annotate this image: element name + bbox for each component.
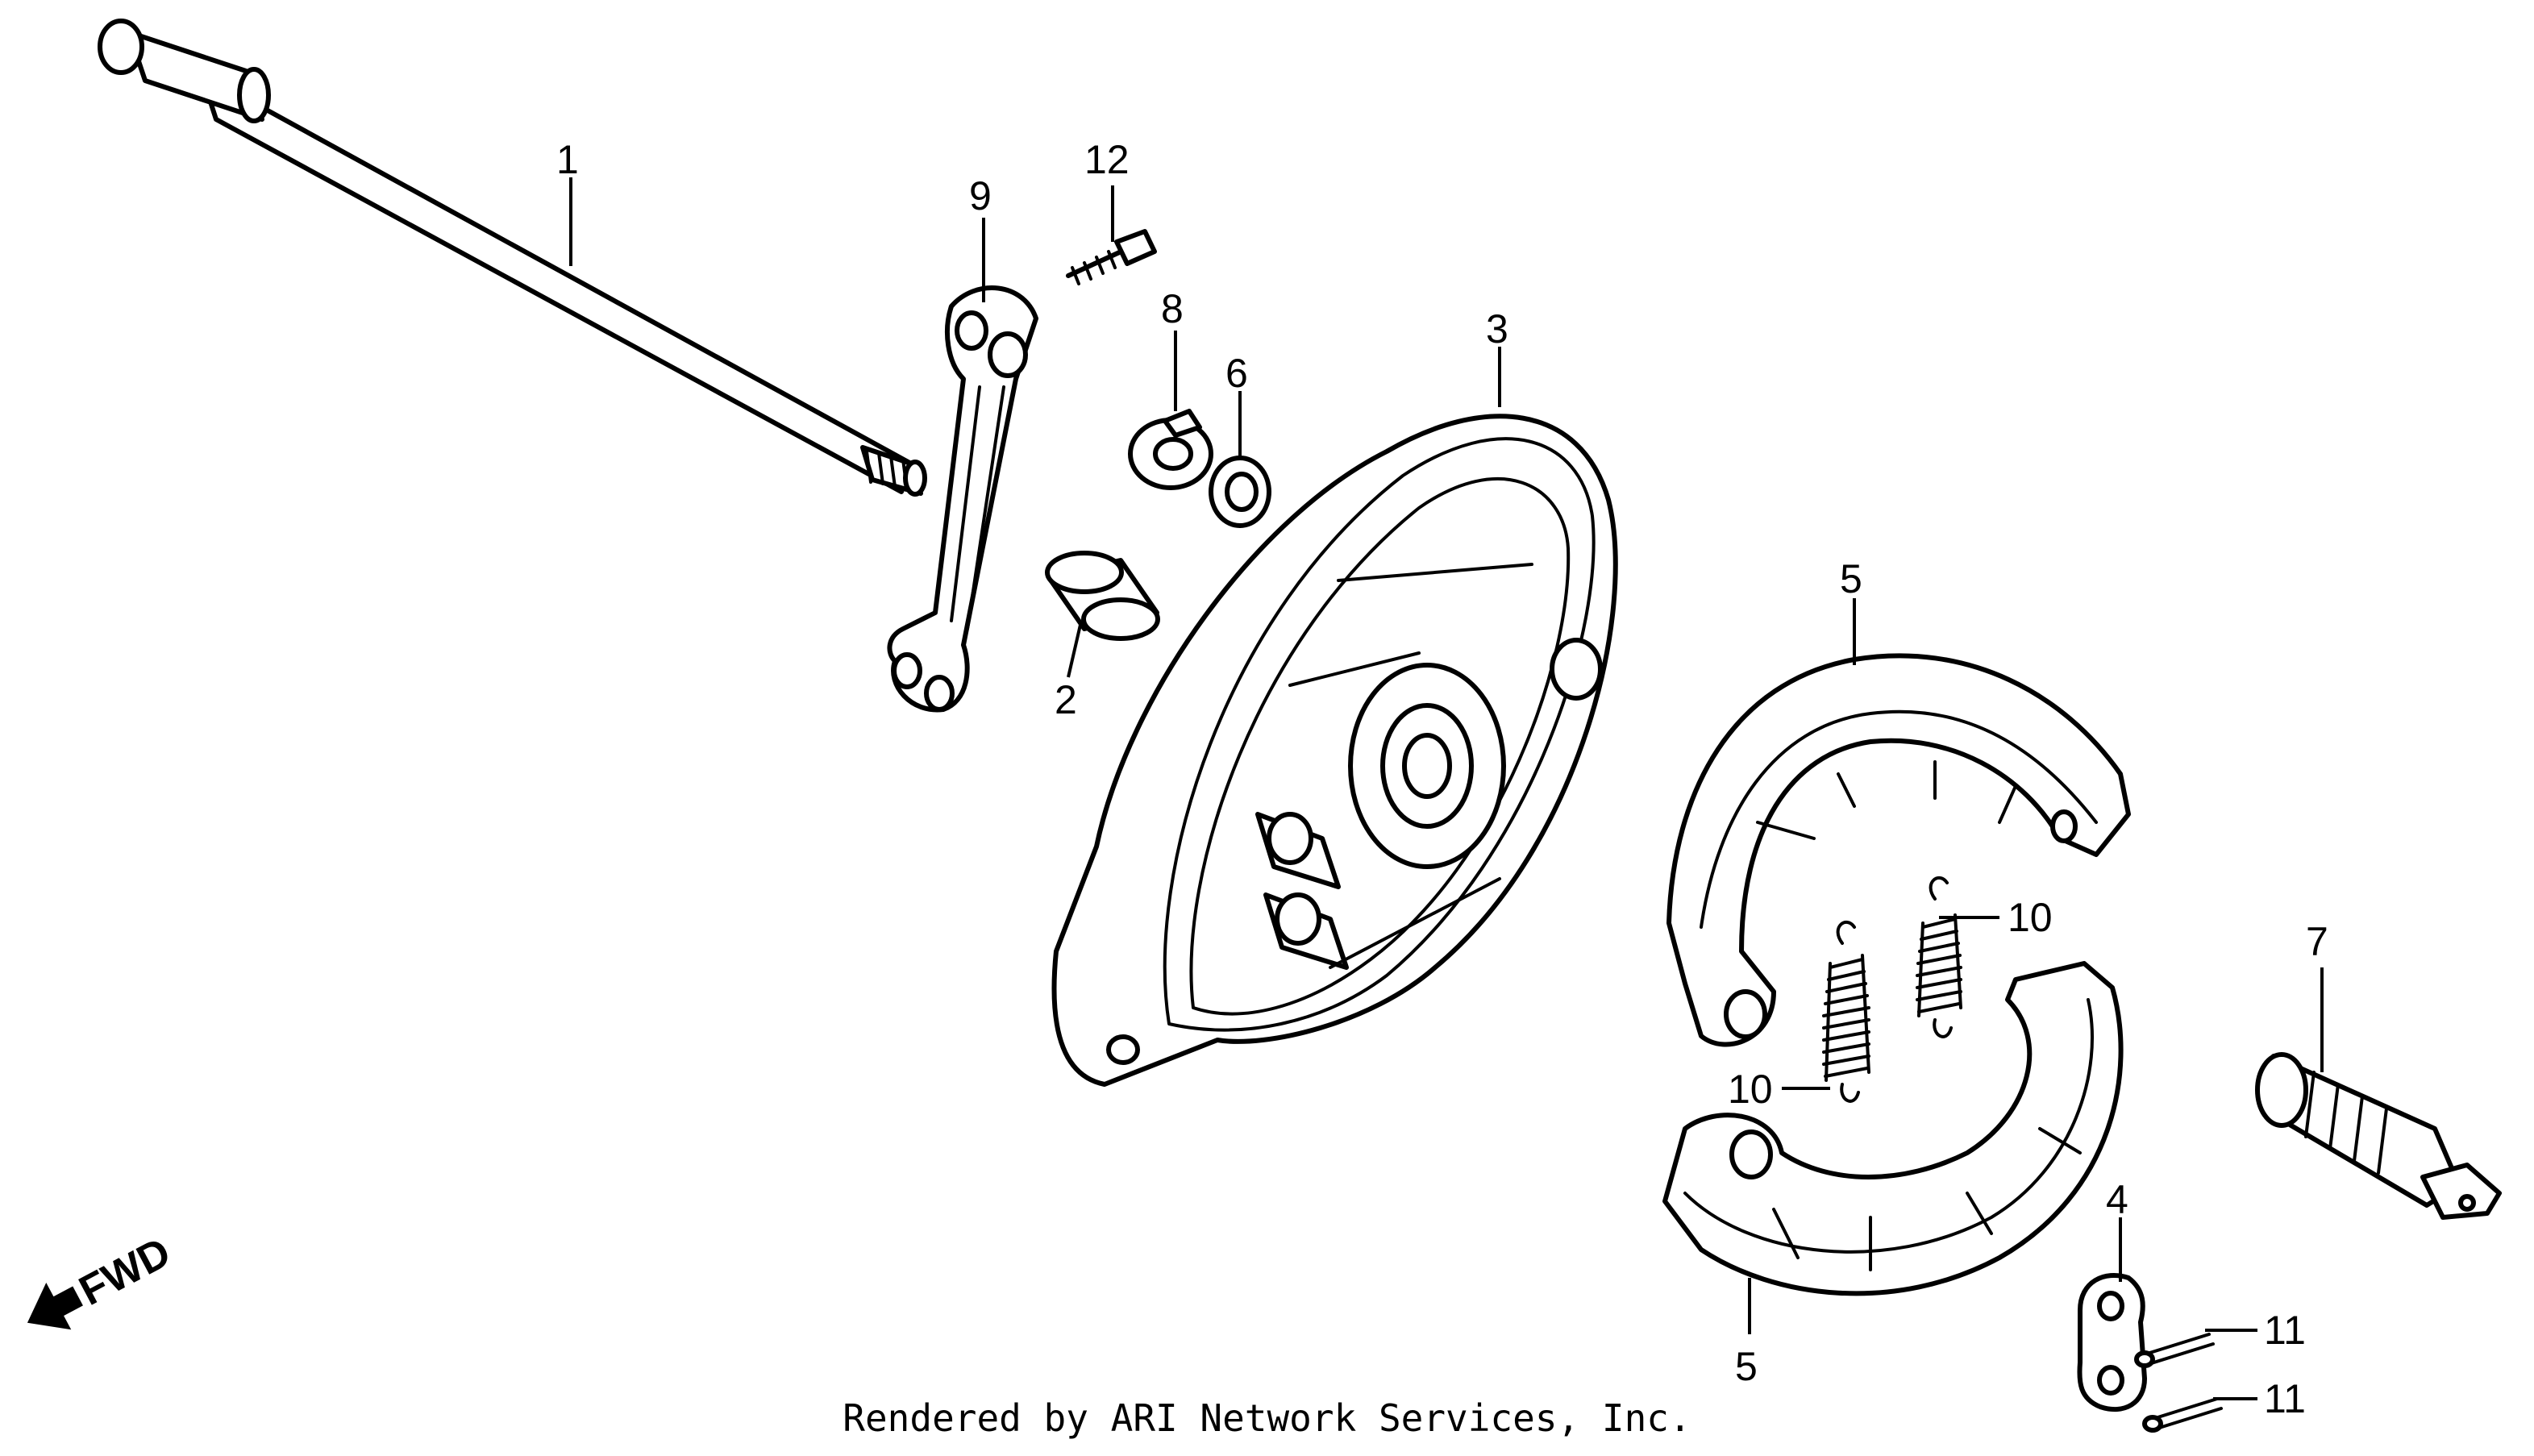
callout-6: 6 [1225, 351, 1248, 396]
part-cotter-pin-upper [2134, 1333, 2215, 1368]
callout-10-left: 10 [1728, 1067, 1773, 1112]
callout-7: 7 [2306, 919, 2328, 964]
part-lock-washer [1128, 409, 1213, 490]
part-brake-cam [2255, 1052, 2502, 1220]
callout-8: 8 [1161, 286, 1184, 331]
part-brake-shoe-lower [1662, 961, 2124, 1296]
fwd-direction-indicator: FWD [27, 1229, 178, 1330]
part-torque-link [887, 285, 1038, 713]
fwd-arrow-icon [27, 1282, 83, 1330]
part-bolt [1066, 229, 1157, 285]
callout-5-lower: 5 [1735, 1344, 1758, 1389]
part-cotter-pin-lower [2142, 1397, 2223, 1433]
part-brake-shoe-upper [1666, 653, 2131, 1047]
callout-2: 2 [1055, 677, 1077, 722]
part-plate [2077, 1272, 2147, 1412]
callout-9: 9 [969, 173, 992, 218]
leader-lines [569, 177, 2324, 1400]
part-brake-panel [1051, 414, 1618, 1087]
part-spring-right [1916, 876, 1962, 1038]
callout-4: 4 [2106, 1177, 2128, 1222]
part-washer [1209, 456, 1271, 528]
fwd-label: FWD [72, 1229, 178, 1315]
callout-11-upper: 11 [2264, 1308, 2306, 1353]
callout-11-lower: 11 [2264, 1376, 2306, 1421]
callout-3: 3 [1486, 306, 1508, 352]
callout-1: 1 [556, 137, 579, 182]
part-spring-left [1822, 921, 1870, 1103]
part-axle [98, 19, 927, 497]
footer-credit: Rendered by ARI Network Services, Inc. [843, 1396, 1691, 1440]
callout-labels: 1 2 3 4 5 5 6 7 8 9 10 10 11 11 12 [556, 137, 2328, 1421]
callout-5-upper: 5 [1840, 556, 1862, 601]
callout-10-right: 10 [2008, 895, 2053, 940]
part-collar [1045, 551, 1160, 641]
callout-12: 12 [1084, 137, 1130, 182]
